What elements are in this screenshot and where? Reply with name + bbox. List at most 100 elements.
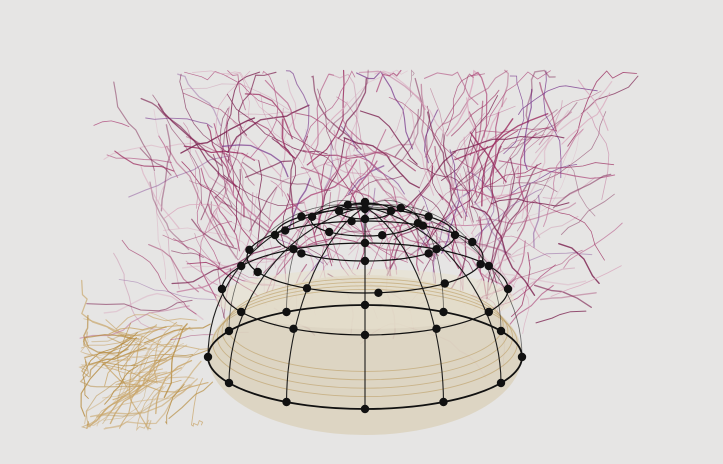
streamline xyxy=(91,326,167,343)
streamline xyxy=(104,365,139,405)
streamline xyxy=(490,198,570,207)
streamline xyxy=(117,376,167,397)
streamline xyxy=(101,361,209,393)
streamline xyxy=(422,145,489,246)
streamline xyxy=(503,126,550,185)
streamline xyxy=(103,378,198,430)
streamline xyxy=(89,341,162,428)
dome-node xyxy=(302,284,312,293)
dome-meridian xyxy=(228,204,366,332)
streamline xyxy=(475,127,558,134)
streamline xyxy=(107,336,142,346)
streamline xyxy=(108,325,157,335)
streamline xyxy=(409,202,434,262)
streamline xyxy=(362,187,376,232)
streamline xyxy=(103,326,182,421)
dome-node xyxy=(253,267,262,277)
dome-node xyxy=(450,230,460,240)
dome-meridian xyxy=(228,206,366,384)
streamline xyxy=(121,239,197,315)
dome-node xyxy=(439,397,448,407)
streamline xyxy=(83,318,179,347)
streamline xyxy=(469,131,507,183)
streamline xyxy=(166,145,223,242)
streamline xyxy=(325,163,408,201)
streamline xyxy=(485,182,558,193)
dome-node xyxy=(224,326,234,336)
dome-meridian xyxy=(207,206,366,358)
streamline xyxy=(114,150,175,172)
streamline xyxy=(86,371,168,428)
streamline xyxy=(528,251,593,262)
streamline xyxy=(179,73,229,154)
streamline xyxy=(93,120,130,128)
streamline xyxy=(163,203,233,219)
streamline xyxy=(80,337,137,417)
streamline xyxy=(83,352,161,364)
streamline xyxy=(454,105,516,154)
streamline xyxy=(540,292,597,301)
dome-node xyxy=(424,212,433,221)
streamline xyxy=(374,215,398,275)
streamline xyxy=(560,193,615,236)
streamline xyxy=(200,153,220,221)
streamline xyxy=(189,180,238,210)
streamline xyxy=(196,202,220,265)
streamline xyxy=(470,139,486,204)
streamline xyxy=(577,79,609,131)
streamline xyxy=(191,378,204,427)
streamline xyxy=(515,162,615,178)
streamline xyxy=(160,124,172,212)
streamline xyxy=(478,216,488,300)
streamline xyxy=(226,93,328,155)
streamline xyxy=(109,357,173,425)
streamline xyxy=(336,96,370,207)
streamline xyxy=(343,137,420,189)
streamline xyxy=(350,225,409,263)
streamline xyxy=(449,187,527,200)
streamline xyxy=(481,118,514,207)
streamline xyxy=(526,127,585,218)
streamline xyxy=(498,199,536,240)
streamline xyxy=(139,147,172,176)
streamline xyxy=(356,70,414,150)
streamline xyxy=(149,181,190,251)
streamline xyxy=(359,110,418,165)
dome-node xyxy=(496,326,506,336)
dome-node xyxy=(360,238,370,248)
streamline xyxy=(322,191,334,263)
streamline xyxy=(117,322,132,387)
streamline xyxy=(473,201,506,254)
streamline xyxy=(225,106,233,169)
streamline xyxy=(364,241,424,264)
streamline xyxy=(171,245,282,285)
streamline xyxy=(81,279,167,337)
dome-node xyxy=(432,324,441,333)
dome-node xyxy=(224,378,234,388)
streamline xyxy=(449,177,474,227)
streamline xyxy=(495,109,558,173)
dome-node xyxy=(496,378,506,388)
dome-node xyxy=(237,307,246,317)
streamline xyxy=(490,157,516,284)
streamline xyxy=(447,73,485,131)
streamline xyxy=(113,252,166,331)
streamline xyxy=(238,71,277,136)
streamline xyxy=(81,340,132,378)
streamline xyxy=(539,82,557,132)
streamline xyxy=(191,218,238,250)
streamline xyxy=(483,111,500,187)
dome-node xyxy=(378,231,387,240)
streamline xyxy=(407,107,435,196)
dome-node xyxy=(374,288,383,297)
streamline xyxy=(263,230,371,274)
streamline xyxy=(80,329,149,361)
streamline xyxy=(568,164,596,217)
dome-node xyxy=(334,206,344,216)
dome-node xyxy=(360,330,370,340)
streamline xyxy=(552,173,612,209)
streamline xyxy=(423,109,439,164)
streamline xyxy=(418,88,444,189)
dome-node xyxy=(282,397,291,407)
